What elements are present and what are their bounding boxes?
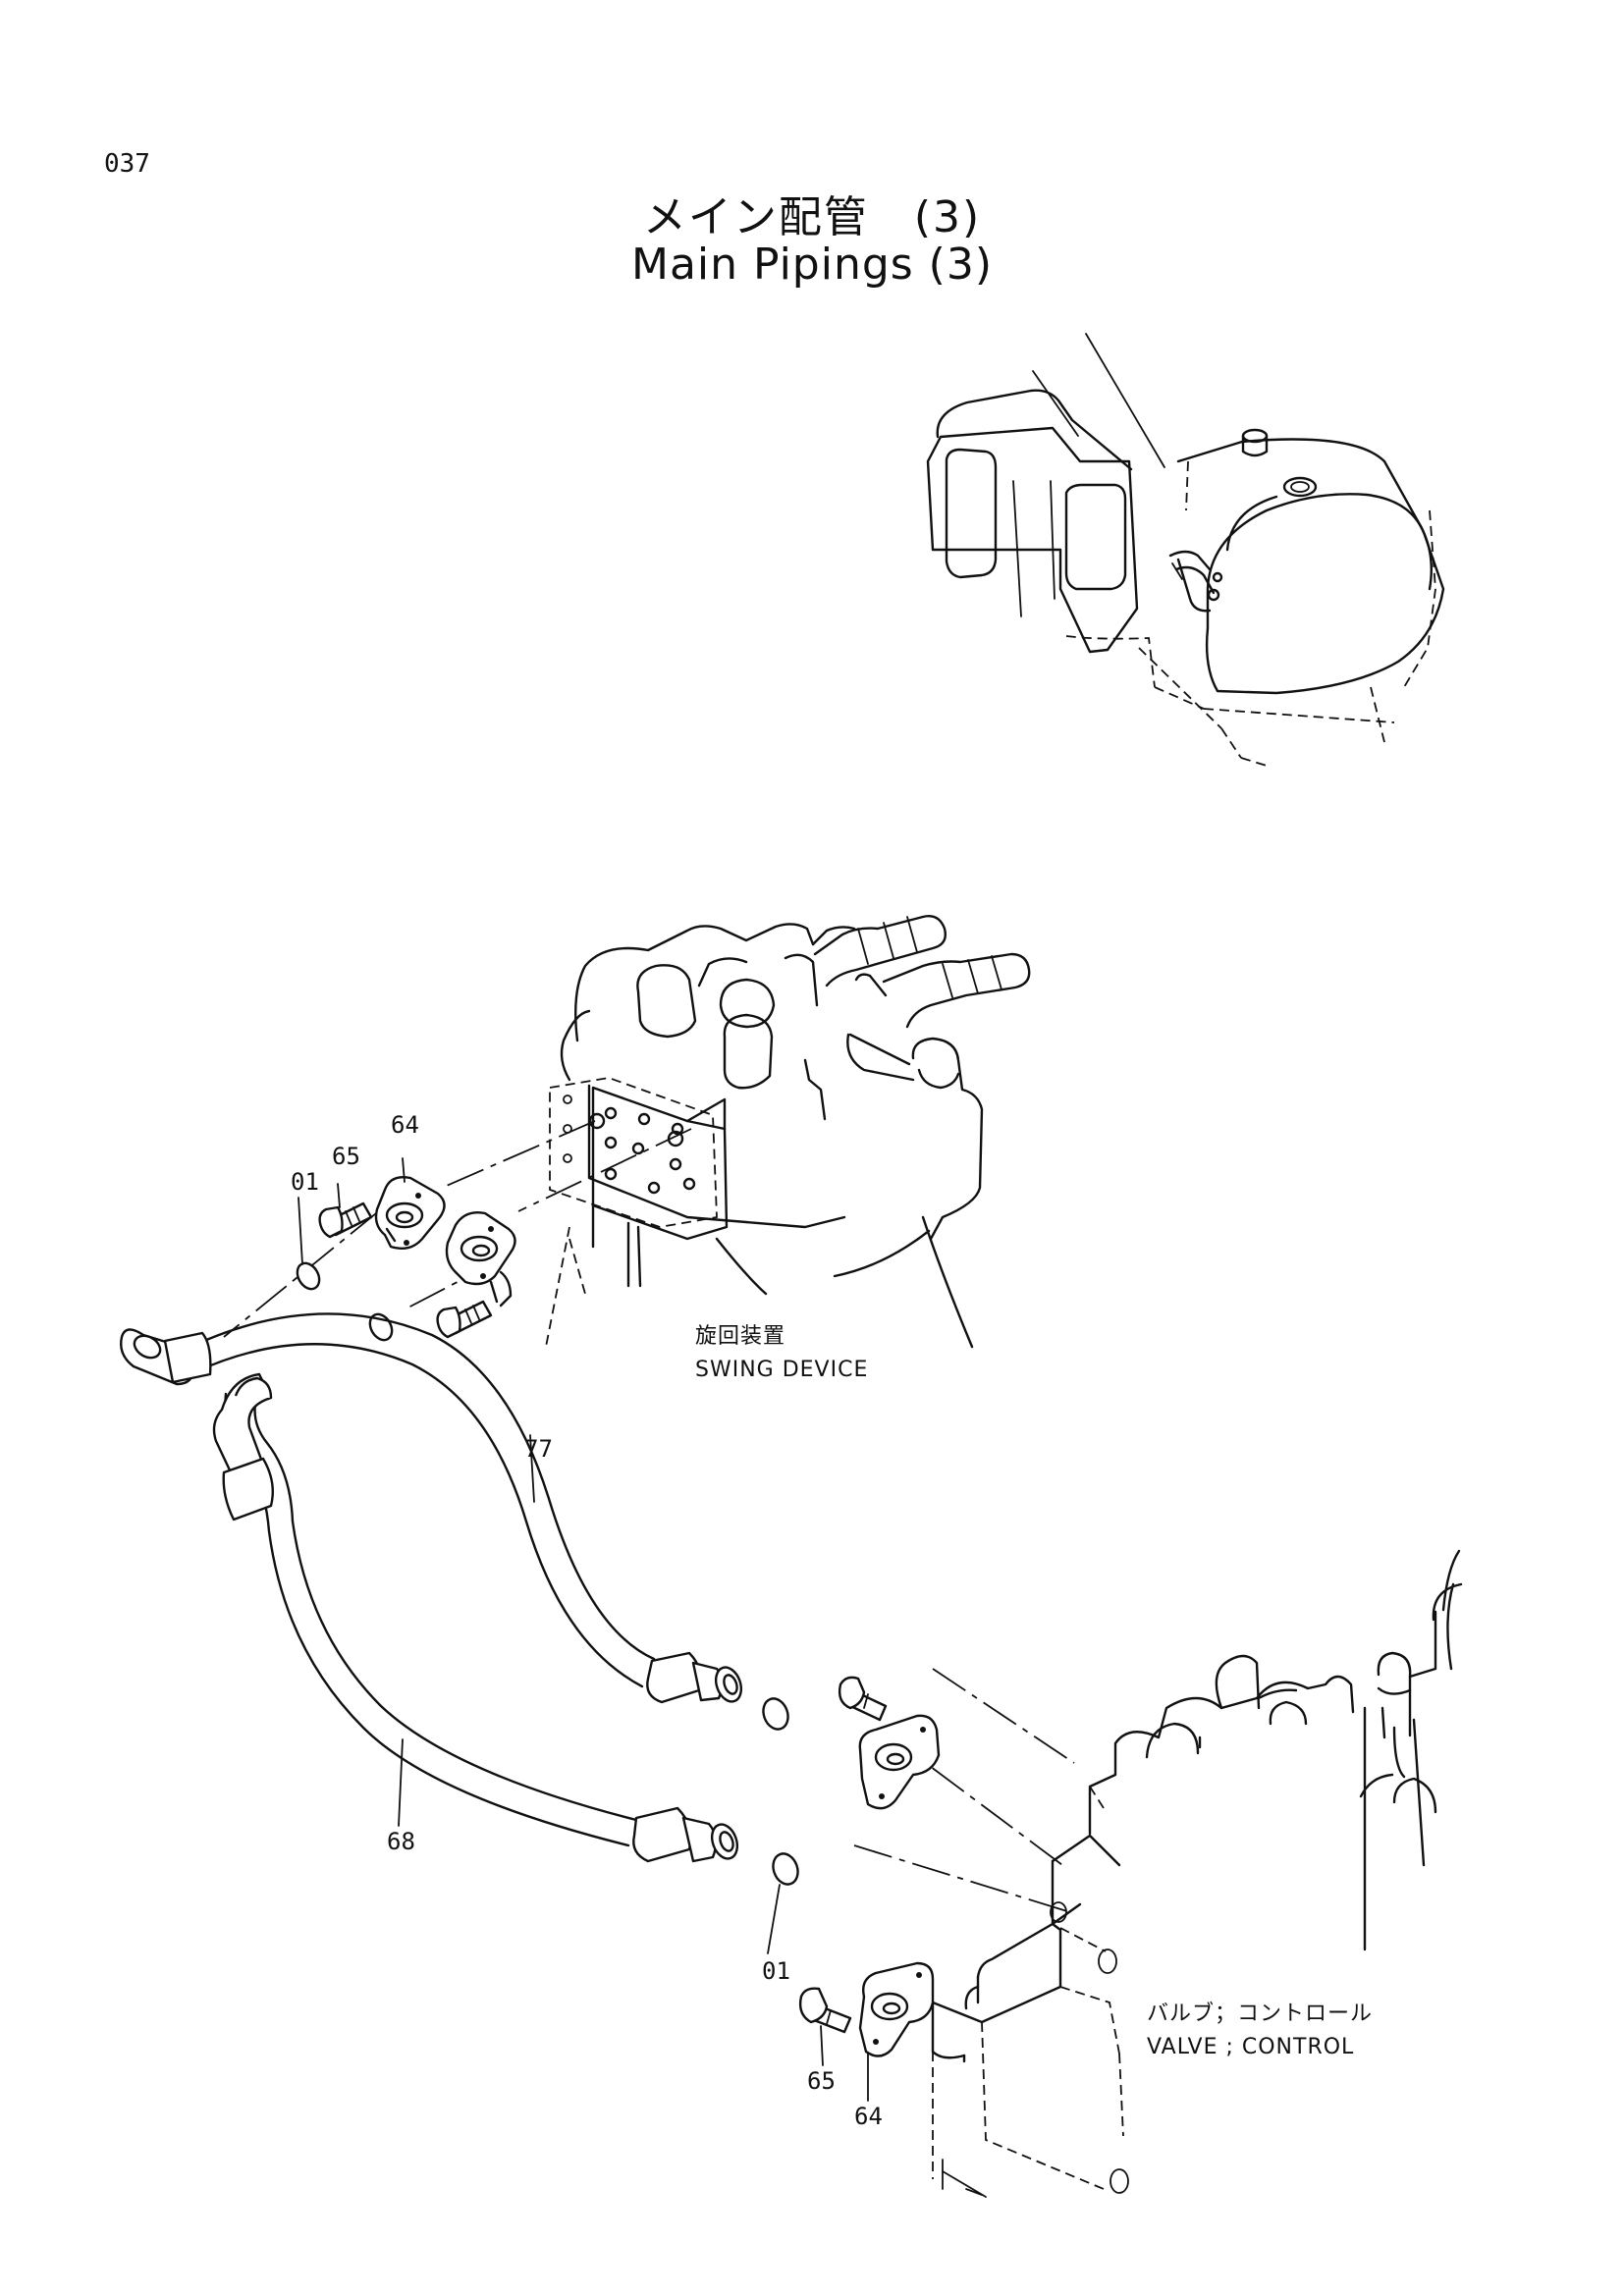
callout-flange-bottom: 64 bbox=[854, 2103, 883, 2130]
control-valve-label-jp: バルブ；コントロール bbox=[1147, 2002, 1373, 2026]
hose-assemblies bbox=[120, 1312, 799, 1954]
component-labels: 旋回装置 SWING DEVICE バルブ；コントロール VALVE ; CON… bbox=[695, 1324, 1373, 2059]
page-number: 037 bbox=[104, 149, 150, 179]
callout-bolt-top: 65 bbox=[332, 1143, 360, 1170]
swing-device-drawing bbox=[545, 915, 1031, 1349]
callout-labels: 01 65 64 77 68 01 65 64 bbox=[291, 1111, 883, 2130]
callout-bolt-bottom: 65 bbox=[807, 2067, 836, 2095]
flange-group-top bbox=[223, 1120, 692, 1342]
callout-oring-top: 01 bbox=[291, 1168, 319, 1196]
control-valve-label-en: VALVE ; CONTROL bbox=[1147, 2035, 1354, 2059]
callout-flange-top: 64 bbox=[391, 1111, 419, 1139]
page-title-english: Main Pipings (3) bbox=[630, 240, 994, 290]
callout-hose-68: 68 bbox=[387, 1828, 415, 1855]
excavator-location-view bbox=[926, 333, 1445, 767]
control-valve-drawing bbox=[853, 1549, 1463, 2198]
page-title-japanese: メイン配管 (3) bbox=[642, 192, 982, 242]
callout-hose-77: 77 bbox=[524, 1435, 553, 1463]
swing-device-label-jp: 旋回装置 bbox=[695, 1324, 785, 1349]
callout-oring-bottom: 01 bbox=[762, 1957, 790, 1985]
flange-group-bottom bbox=[798, 1676, 941, 2102]
swing-device-label-en: SWING DEVICE bbox=[695, 1358, 868, 1382]
